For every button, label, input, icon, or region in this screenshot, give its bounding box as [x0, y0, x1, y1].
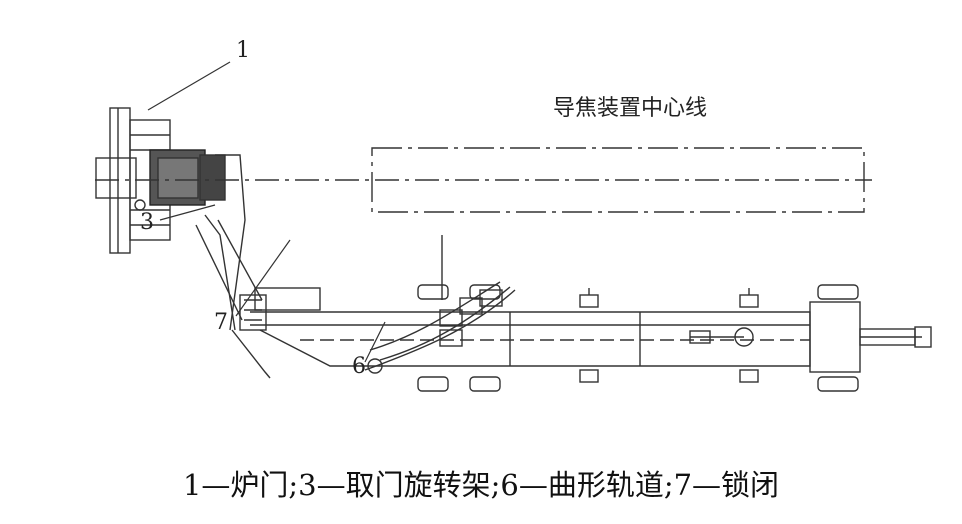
furnace-door-assembly — [95, 107, 226, 254]
wheels — [417, 235, 859, 392]
part-3-label: 3 — [140, 210, 154, 235]
coke-guide-box — [371, 147, 865, 213]
curved-track — [364, 281, 516, 374]
centerline-label: 导焦装置中心线 — [553, 96, 708, 121]
car-frame — [250, 287, 932, 373]
leader-lines — [147, 61, 386, 363]
rotating-frame — [195, 154, 271, 379]
figure-caption: 1—炉门;3—取门旋转架;6—曲形轨道;7—锁闭 — [182, 468, 780, 502]
part-7-label: 7 — [214, 310, 228, 335]
part-1-label: 1 — [236, 38, 250, 63]
part-6-label: 6 — [352, 354, 366, 379]
